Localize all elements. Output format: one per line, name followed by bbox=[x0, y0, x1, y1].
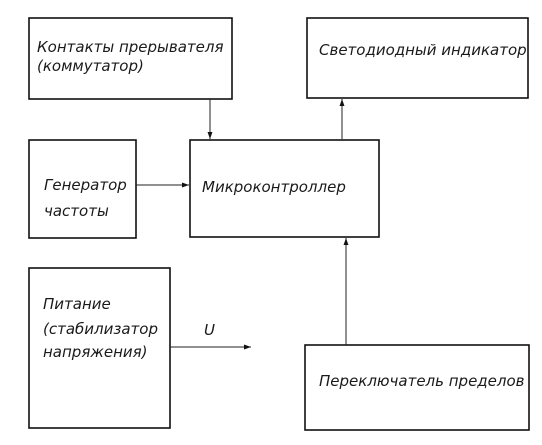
contacts-box bbox=[28, 17, 233, 100]
generator-label-line1: Генератор bbox=[44, 176, 127, 194]
microcontroller-block: Микроконтроллер bbox=[189, 139, 380, 238]
power-box bbox=[28, 267, 171, 429]
led-indicator-box bbox=[306, 17, 529, 99]
range-switch-box bbox=[304, 344, 530, 431]
power-block: Питание (стабилизатор напряжения) bbox=[28, 267, 171, 429]
voltage-label: U bbox=[204, 321, 215, 339]
power-label-line1: Питание bbox=[43, 295, 111, 313]
microcontroller-box bbox=[189, 139, 380, 238]
contacts-label-line2: (коммутатор) bbox=[37, 57, 144, 75]
generator-block: Генератор частоты bbox=[28, 139, 137, 239]
led-indicator-label: Светодиодный индикатор bbox=[319, 41, 527, 59]
contacts-label-line1: Контакты прерывателя bbox=[37, 38, 224, 56]
range-switch-label: Переключатель пределов bbox=[319, 372, 525, 390]
generator-label-line2: частоты bbox=[44, 202, 109, 220]
led-indicator-block: Светодиодный индикатор bbox=[306, 17, 529, 99]
power-label-line3: напряжения) bbox=[43, 343, 148, 361]
microcontroller-label: Микроконтроллер bbox=[202, 178, 346, 196]
power-label-line2: (стабилизатор bbox=[43, 320, 158, 338]
generator-box bbox=[28, 139, 137, 239]
range-switch-block: Переключатель пределов bbox=[304, 344, 530, 431]
contacts-block: Контакты прерывателя (коммутатор) bbox=[28, 17, 233, 100]
